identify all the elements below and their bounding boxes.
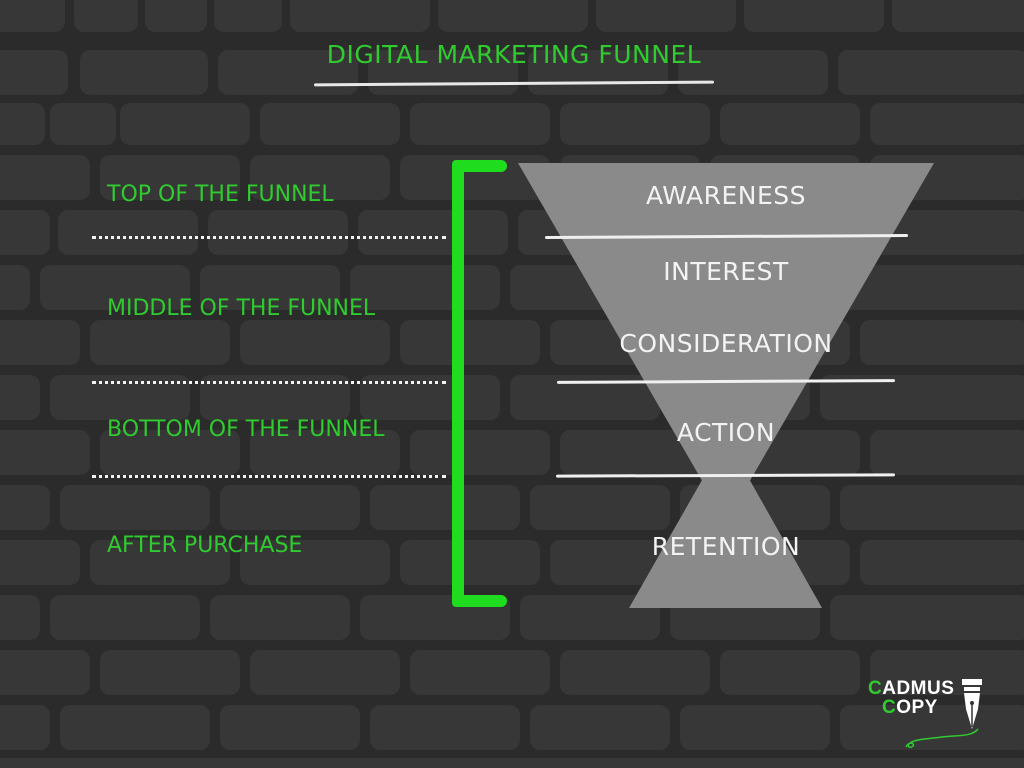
- stage-label-after-purchase: AFTER PURCHASE: [107, 533, 303, 558]
- stage-label-bottom: BOTTOM OF THE FUNNEL: [107, 417, 385, 442]
- dotted-divider: [92, 381, 446, 384]
- funnel-label-retention: RETENTION: [651, 532, 801, 561]
- diagram-title: DIGITAL MARKETING FUNNEL: [326, 40, 702, 69]
- cadmus-copy-logo: CADMUS COPY: [868, 679, 988, 749]
- bracket-vertical: [452, 160, 464, 607]
- bracket-top-cap: [452, 160, 507, 172]
- stage-label-middle: MIDDLE OF THE FUNNEL: [107, 296, 376, 321]
- logo-line-2: COPY: [882, 697, 938, 718]
- stage-label-top: TOP OF THE FUNNEL: [107, 182, 334, 207]
- pen-stroke-swirl-icon: [905, 728, 979, 748]
- dotted-divider: [92, 475, 446, 478]
- fountain-pen-nib-icon: [962, 679, 982, 729]
- funnel-label-consideration: CONSIDERATION: [619, 329, 833, 358]
- funnel-label-action: ACTION: [676, 418, 776, 447]
- funnel-label-interest: INTEREST: [663, 257, 789, 286]
- logo-line-1: CADMUS: [868, 678, 955, 699]
- dotted-divider: [92, 236, 446, 239]
- funnel-label-awareness: AWARENESS: [645, 181, 807, 210]
- bracket-bottom-cap: [452, 595, 507, 607]
